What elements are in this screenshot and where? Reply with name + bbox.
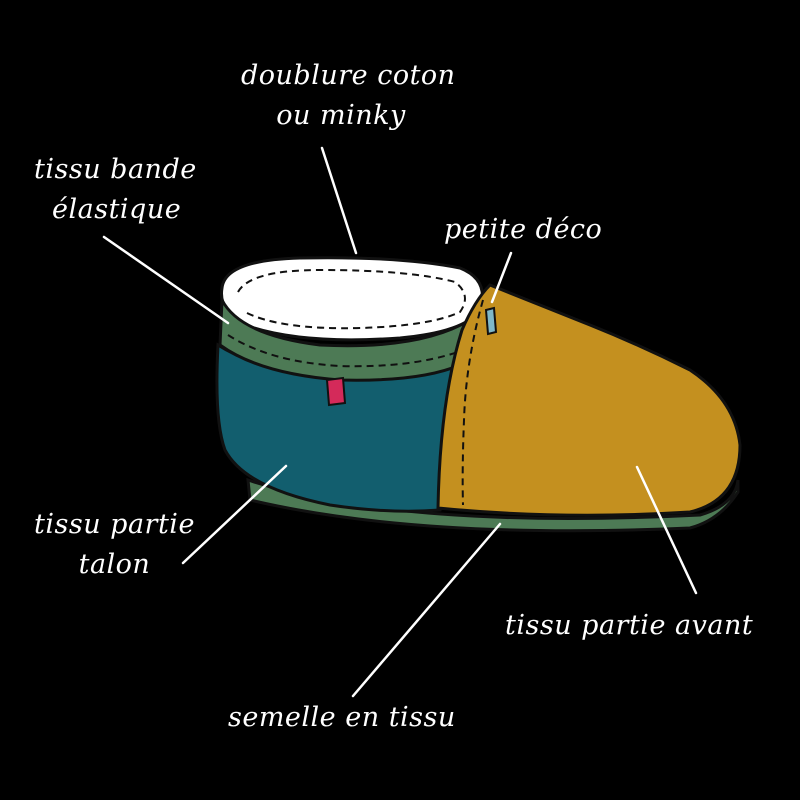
heel-callout-line — [181, 464, 288, 565]
label-heel-part: tissu partie talon — [34, 509, 195, 580]
label-elastic-band: tissu bande élastique — [34, 154, 197, 225]
front-callout-line — [635, 465, 698, 595]
sole-callout-line — [351, 522, 502, 698]
lining — [219, 256, 484, 342]
deco-callout-line — [490, 251, 513, 304]
sole — [246, 477, 740, 533]
deco-tag — [484, 306, 498, 336]
lining-callout-line — [320, 146, 358, 255]
elastic-callout-line — [102, 235, 230, 325]
label-lining: doublure coton ou minky — [241, 60, 456, 131]
label-deco: petite déco — [444, 214, 603, 245]
label-sole: semelle en tissu — [228, 702, 456, 733]
heel-tag — [325, 376, 347, 407]
elastic-stitch — [227, 334, 459, 368]
front-stitch — [461, 299, 484, 506]
lining-stitch — [237, 268, 466, 330]
front-part — [436, 283, 742, 517]
label-front-part: tissu partie avant — [505, 610, 754, 641]
